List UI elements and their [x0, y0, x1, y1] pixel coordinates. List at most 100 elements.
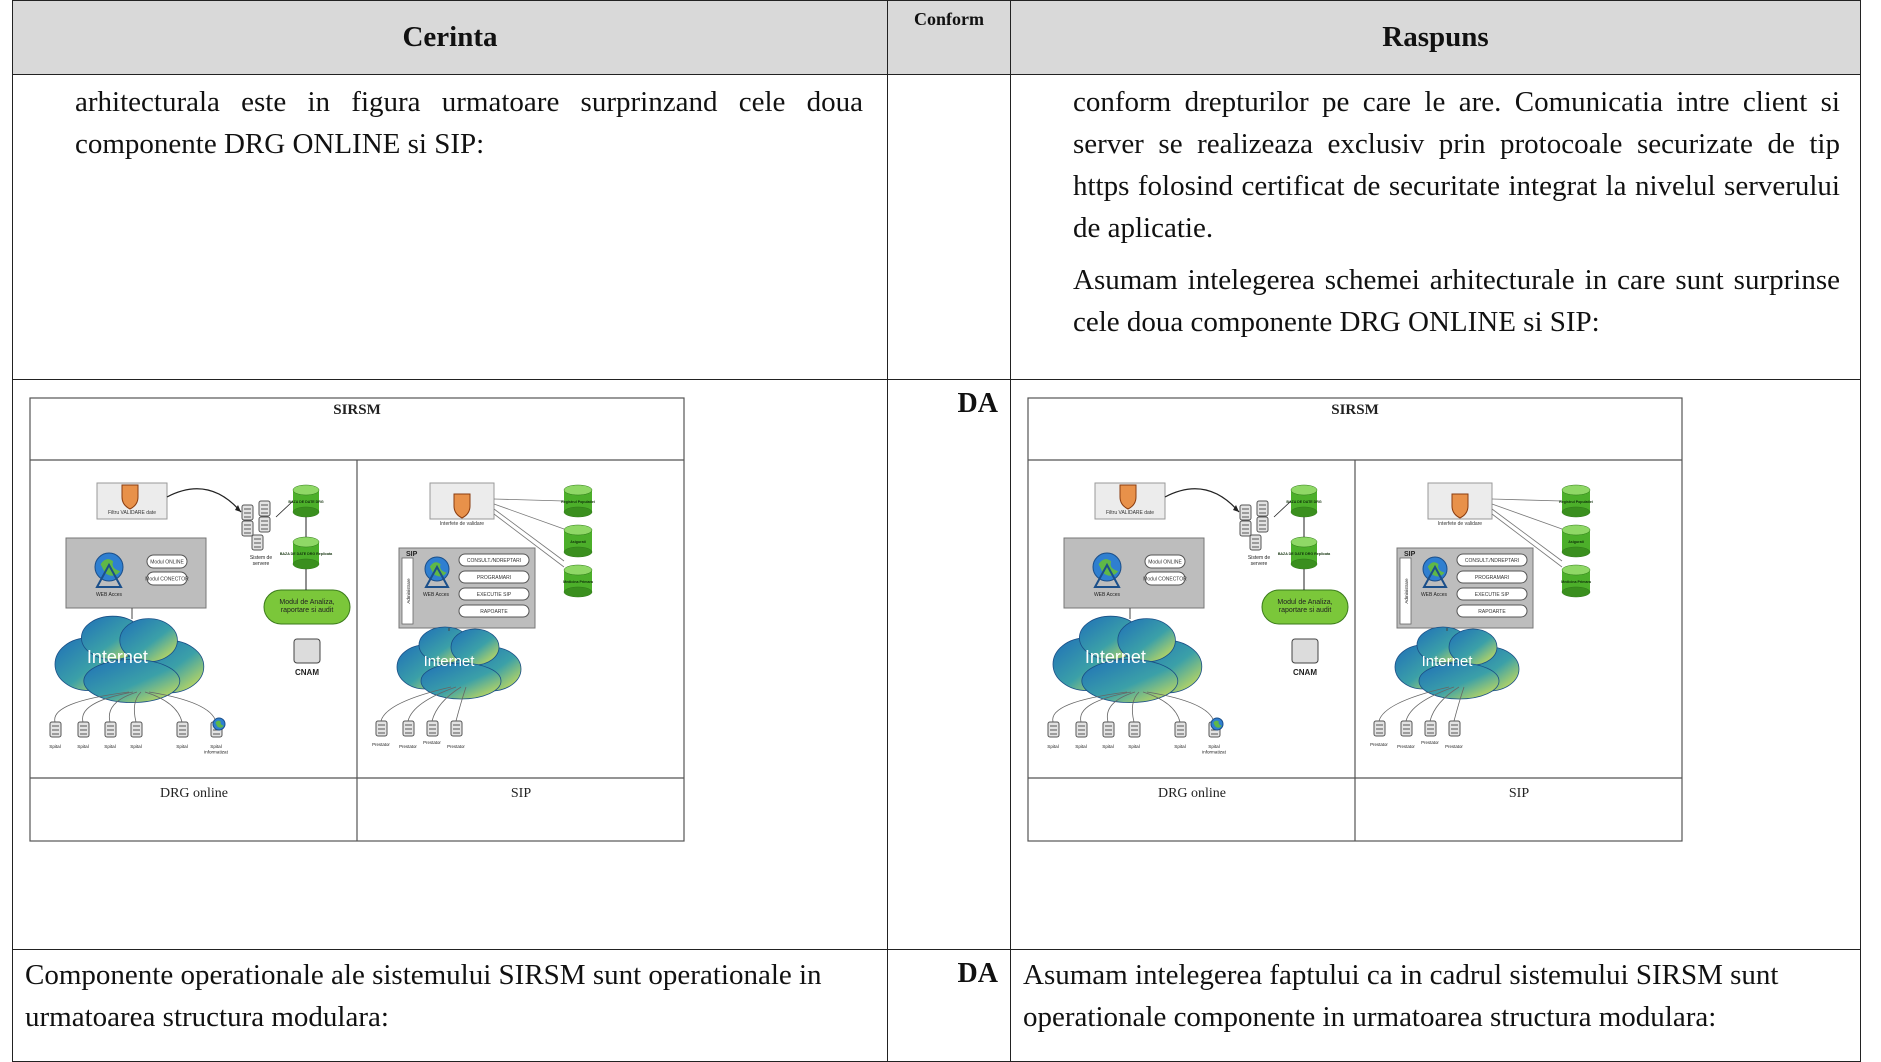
hospital-server-icon-3: [1128, 721, 1141, 738]
hospital-label-1: Spital: [77, 744, 89, 749]
sip-button-3-label: RAPOARTE: [1478, 609, 1506, 615]
sip-button-0: [1456, 553, 1528, 567]
db-registry-icon: Registrul Populatiei: [561, 484, 595, 518]
server-icon-1: [1256, 500, 1269, 517]
module-connector-pill: [1144, 571, 1186, 586]
svg-text:Asigurati: Asigurati: [1568, 540, 1584, 544]
hospital-server-icon-0: [1047, 721, 1060, 738]
svg-text:BAZA DE DATE DRG Replicata: BAZA DE DATE DRG Replicata: [1278, 552, 1331, 556]
diagram-right-label: SIP: [511, 786, 531, 801]
cnam-computer-icon: [1291, 638, 1319, 664]
web-triangle-icon: [1093, 562, 1121, 588]
server-db-line: [275, 500, 294, 518]
provider-link-0: [380, 686, 452, 722]
filter-to-server-arrow: [1164, 488, 1240, 513]
server-icon-0: [1239, 504, 1252, 521]
provider-link-2: [431, 686, 462, 722]
hospital-label-4: Spital: [176, 744, 188, 749]
hospital-label-2: Spital: [1102, 744, 1114, 749]
row1-conform: [887, 74, 1011, 380]
validation-link-1: [493, 503, 565, 530]
sip-button-3: [1456, 604, 1528, 618]
hospital-link-0: [54, 691, 130, 723]
hospital-label-1: Spital: [1075, 744, 1087, 749]
hospital-link-3: [133, 691, 142, 723]
provider-server-icon-0: [1373, 720, 1386, 737]
hospital-server-icon-3: [130, 721, 143, 738]
svg-text:Asigurati: Asigurati: [570, 540, 586, 544]
validation-label: Interfete de validare: [440, 521, 484, 527]
hospital-label-2: Spital: [104, 744, 116, 749]
server-icon-4: [1249, 534, 1262, 551]
hospital-server-icon-4: [176, 721, 189, 738]
hospital-link-1: [82, 691, 134, 723]
row1-raspuns-p1: conform drepturilor pe care le are. Comu…: [1073, 86, 1840, 244]
admin-bar: [1399, 557, 1412, 625]
validation-link-2: [493, 508, 565, 562]
module-online-pill-label: Modul ONLINE: [150, 560, 184, 566]
sip-button-0-label: CONSULT./NDREPTARI: [1465, 558, 1519, 564]
db-primary-care-icon: Medicina Primara: [563, 564, 594, 598]
db-primary-care-icon: Medicina Primara: [1561, 564, 1592, 598]
hospital-server-icon-1: [1075, 721, 1088, 738]
hospital-server-icon-2: [104, 721, 117, 738]
server-icon-4: [251, 534, 264, 551]
svg-text:Internet: Internet: [1422, 653, 1474, 670]
hospital-link-0: [1052, 691, 1128, 723]
row3-conform: DA: [887, 949, 1011, 1062]
sip-button-3: [458, 604, 530, 618]
sip-button-1: [458, 570, 530, 584]
validation-link-2: [1491, 508, 1563, 562]
hospital-label-0: Spital: [1047, 744, 1059, 749]
module-connector-pill: [146, 571, 188, 586]
sip-box-label: SIP: [406, 551, 418, 558]
cnam-computer-icon: [293, 638, 321, 664]
provider-server-icon-3: [1448, 720, 1461, 737]
server-icon-0: [241, 504, 254, 521]
hospital-server-icon-1: [77, 721, 90, 738]
web-access-label: WEB Acces: [1094, 592, 1121, 598]
validation-shield-icon: [453, 493, 471, 519]
provider-link-1: [407, 686, 457, 722]
internet-cloud-icon: Internet: [1394, 626, 1520, 700]
hospital-link-5: [148, 691, 217, 723]
provider-link-3: [1453, 686, 1465, 722]
sip-web-triangle-icon: [424, 564, 450, 588]
diagram-title: SIRSM: [333, 402, 381, 418]
provider-server-icon-2: [426, 720, 439, 737]
diagram-right-label: SIP: [1509, 786, 1529, 801]
hospital-server-icon-2: [1102, 721, 1115, 738]
web-access-label: WEB Acces: [96, 592, 123, 598]
internet-cloud-icon: Internet: [1052, 615, 1203, 703]
server-icon-2: [1239, 520, 1252, 537]
internet-cloud-icon: Internet: [396, 626, 522, 700]
arrowhead-icon: [1233, 505, 1239, 512]
validation-link-1: [1491, 503, 1563, 530]
server-icon-2: [241, 520, 254, 537]
hospital-link-4: [1142, 691, 1181, 723]
hospital-server-icon-4: [1174, 721, 1187, 738]
svg-text:Registrul Populatiei: Registrul Populatiei: [561, 500, 595, 504]
hospital-server-icon-0: [49, 721, 62, 738]
server-icon-3: [1256, 516, 1269, 533]
hospital-it-globe-icon: [1210, 717, 1224, 731]
hospital-label-0: Spital: [49, 744, 61, 749]
admin-label: Administrare: [406, 578, 411, 604]
row1-raspuns: conform drepturilor pe care le are. Comu…: [1010, 74, 1861, 380]
hospital-label-4: Spital: [1174, 744, 1186, 749]
db-insured-icon: Asigurati: [563, 524, 593, 558]
db-drg-replica-icon: BAZA DE DATE DRG Replicata: [1278, 536, 1331, 570]
provider-server-icon-1: [1400, 720, 1413, 737]
header-raspuns: Raspuns: [1010, 0, 1861, 75]
provider-link-1: [1405, 686, 1455, 722]
svg-text:BAZA DE DATE DRG: BAZA DE DATE DRG: [288, 500, 324, 504]
filter-shield-icon: [121, 484, 139, 510]
module-online-pill-label: Modul ONLINE: [1148, 560, 1182, 566]
provider-label-3: Prestator: [1445, 744, 1463, 749]
header-cerinta: Cerinta: [12, 0, 888, 75]
validation-link-0: [1491, 498, 1563, 502]
